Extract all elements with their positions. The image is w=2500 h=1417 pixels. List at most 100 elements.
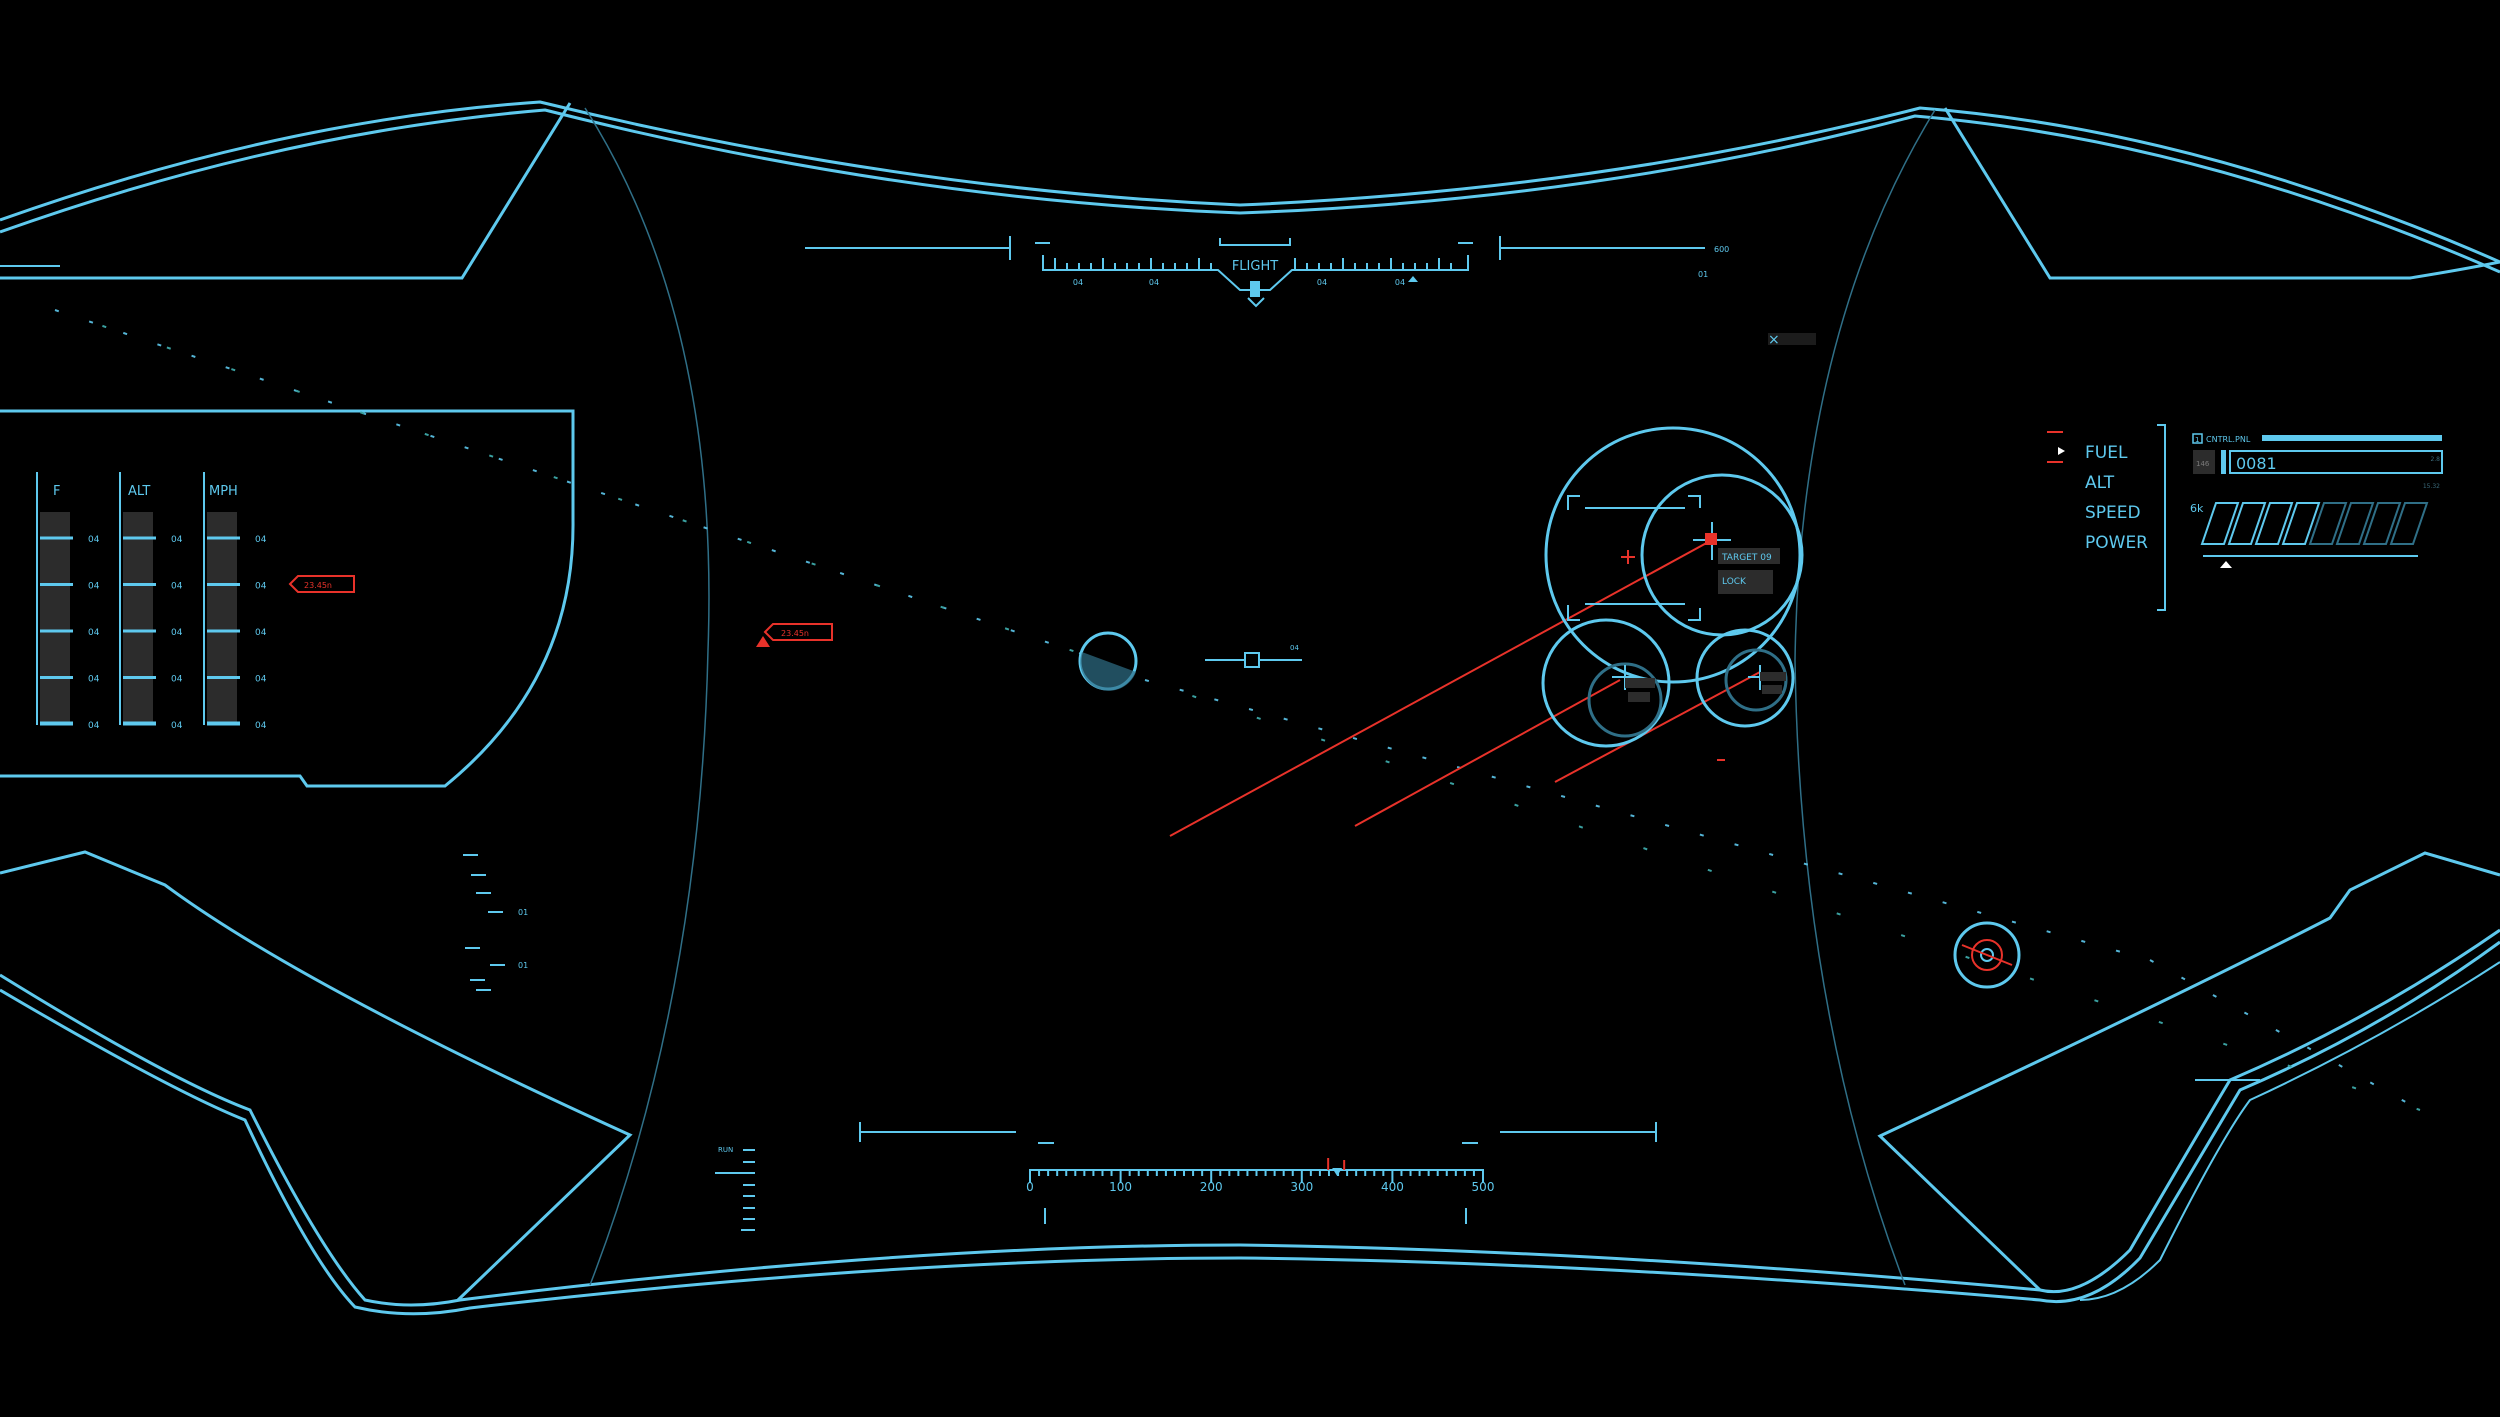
left-scale-label: 01: [518, 961, 528, 970]
level-bar: [2335, 502, 2375, 545]
close-tag[interactable]: ×: [1768, 332, 1816, 348]
bottom-scale: [859, 1122, 1657, 1224]
crosshair-red-icon: [1621, 550, 1725, 761]
gauge-tick-label: 04: [171, 582, 183, 592]
mini-label: 2.8: [2430, 456, 2440, 463]
target-id-label: TARGET 09: [1721, 553, 1772, 563]
flight-tick-label: 04: [1073, 278, 1083, 287]
cockpit-frame: [0, 100, 2500, 1316]
gauge-label-mph: MPH: [209, 484, 238, 499]
close-icon[interactable]: ×: [1768, 332, 1780, 348]
mini-label: 15.32: [2423, 483, 2440, 490]
flight-marker-icon: [1408, 276, 1418, 282]
bottom-scale-ticks: [1029, 1170, 1484, 1183]
flight-right-label: 01: [1698, 270, 1708, 279]
run-label: RUN: [718, 1146, 733, 1154]
left-scale-label: 01: [518, 908, 528, 917]
left-scale: [463, 854, 505, 991]
flight-title: FLIGHT: [1232, 259, 1278, 274]
control-panel-badge: 1: [2195, 436, 2199, 444]
bottom-tick-label: 400: [1381, 1180, 1404, 1194]
center-marker-label: 23.45n: [781, 629, 809, 638]
bottom-tick-label: 200: [1200, 1180, 1223, 1194]
lock-label: LOCK: [1722, 577, 1747, 587]
ground-target: [1953, 921, 2021, 989]
control-panel: [2192, 433, 2443, 568]
bottom-tick-label: 0: [1026, 1180, 1034, 1194]
level-bar: [2254, 502, 2294, 545]
gauge-panel: [0, 409, 575, 788]
left-marker-label: 23.45n: [304, 581, 332, 590]
gauge-tick-label: 04: [255, 675, 267, 685]
bottom-tick-label: 500: [1472, 1180, 1495, 1194]
gauge-tick-label: 04: [255, 535, 267, 545]
level-bar: [2308, 502, 2348, 545]
gauge-label-f: F: [53, 484, 60, 499]
level-label: 6k: [2190, 502, 2204, 515]
target-brackets: [1567, 495, 1701, 621]
gauge-tick-label: 04: [171, 675, 183, 685]
gauge-tick-label: 04: [88, 721, 100, 731]
gauge-tick-label: 04: [255, 628, 267, 638]
level-bar: [2389, 502, 2429, 545]
target-lines: [1169, 539, 1761, 837]
control-panel-title: CNTRL.PNL: [2206, 435, 2251, 444]
target-lock-point: [1705, 533, 1717, 545]
bottom-scale-labels: 0 100 200 300 400 500: [1026, 1180, 1494, 1194]
gauge-bar: [40, 512, 70, 724]
gauge-tick-labels: 04 04 04 04 04 04 04 04 04 04 04 04 04 04 04: [88, 535, 267, 731]
run-scale: [715, 1149, 755, 1231]
flight-scale: [805, 236, 1705, 308]
bottom-tick-label: 300: [1290, 1180, 1313, 1194]
bottom-value-pointer-icon: [1332, 1168, 1343, 1176]
center-reticle: [1078, 631, 1302, 691]
reticle-label: 04: [1290, 644, 1299, 652]
flight-tick-label: 04: [1149, 278, 1159, 287]
mini-lock-box: [1628, 692, 1650, 702]
level-bar: [2227, 502, 2267, 545]
horizon-dashes-dim: [54, 309, 2421, 1111]
gauge-bar: [207, 512, 237, 724]
gauge-tick-label: 04: [255, 721, 267, 731]
level-bars: [2200, 502, 2429, 545]
counter-prefix: 146: [2196, 460, 2210, 468]
status-item-alt[interactable]: ALT: [2085, 473, 2115, 493]
gauge-bar: [123, 512, 153, 724]
lock-box: [1718, 570, 1773, 594]
gauge-tick-label: 04: [88, 582, 100, 592]
bottom-scale-value-marker: [1327, 1158, 1346, 1176]
level-bar: [2362, 502, 2402, 545]
gauge-tick-label: 04: [171, 628, 183, 638]
flight-right-label: 600: [1714, 245, 1729, 254]
gauge-tick-label: 04: [255, 582, 267, 592]
targeting-cluster: [1541, 426, 1804, 748]
flight-scale-ticks: [1054, 258, 1452, 270]
status-item-power[interactable]: POWER: [2085, 533, 2148, 553]
status-item-fuel[interactable]: FUEL: [2085, 443, 2128, 463]
gauge-columns: [36, 472, 240, 726]
status-item-speed[interactable]: SPEED: [2085, 503, 2141, 523]
gauge-tick-label: 04: [88, 628, 100, 638]
center-marker-tag: [763, 623, 833, 641]
mini-lock-box: [1760, 672, 1786, 681]
warning-triangle-icon: [756, 636, 770, 647]
level-bar: [2200, 502, 2240, 545]
gauge-tick-label: 04: [88, 535, 100, 545]
flight-tick-label: 04: [1317, 278, 1327, 287]
target-id-box: [1718, 548, 1780, 564]
mini-lock-box: [1625, 678, 1655, 688]
level-bar: [2281, 502, 2321, 545]
mini-lock-box: [1762, 685, 1782, 694]
left-marker-tag: [288, 575, 355, 593]
gauge-tick-label: 04: [171, 535, 183, 545]
flight-tick-label: 04: [1395, 278, 1405, 287]
gauge-tick-label: 04: [171, 721, 183, 731]
counter-value: 0081: [2236, 454, 2277, 473]
gauge-label-alt: ALT: [128, 484, 150, 499]
canopy-inner-lines: [584, 107, 1936, 1286]
bottom-tick-label: 100: [1109, 1180, 1132, 1194]
status-menu: [2047, 424, 2166, 611]
gauge-tick-label: 04: [88, 675, 100, 685]
horizon-dashes: [54, 309, 2421, 1111]
